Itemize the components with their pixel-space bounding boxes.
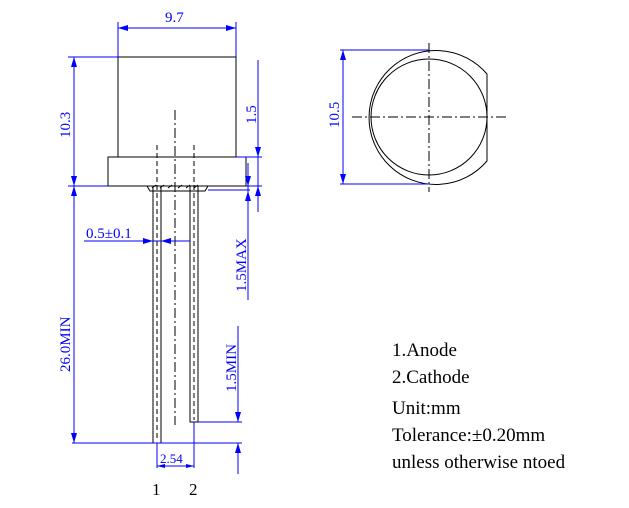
flange-outline <box>107 156 247 187</box>
note-anode: 1.Anode <box>392 340 457 361</box>
dim-lead-length: 26.0MIN <box>58 316 74 372</box>
body-outline <box>117 56 237 158</box>
notes: 1.Anode 2.Cathode Unit:mm Tolerance:±0.2… <box>392 340 566 473</box>
dim-lead-diff: 1.5MIN <box>224 344 240 392</box>
side-dimensions: 9.7 10.3 1.5 1.5MAX 0.5±0.1 26.0MIN 1.5M… <box>58 10 262 474</box>
seal <box>146 185 209 192</box>
side-view <box>107 56 247 444</box>
dim-lead-width: 0.5±0.1 <box>86 226 132 242</box>
dim-pitch: 2.54 <box>160 451 183 466</box>
dim-seal-max: 1.5MAX <box>234 238 250 292</box>
note-tolerance: Tolerance:±0.20mm <box>392 425 545 446</box>
pin-1-label: 1 <box>152 480 161 499</box>
dim-flange-height: 1.5 <box>244 105 260 124</box>
note-unit: Unit:mm <box>392 398 461 419</box>
dim-diameter: 10.5 <box>327 102 343 128</box>
top-view: 10.5 <box>327 43 506 192</box>
note-cathode: 2.Cathode <box>392 367 470 388</box>
note-unless: unless otherwise ntoed <box>392 452 566 473</box>
dim-body-height: 10.3 <box>58 112 74 138</box>
pin-2-label: 2 <box>189 480 198 499</box>
dim-body-width: 9.7 <box>165 10 184 26</box>
outer-circle <box>368 50 488 185</box>
